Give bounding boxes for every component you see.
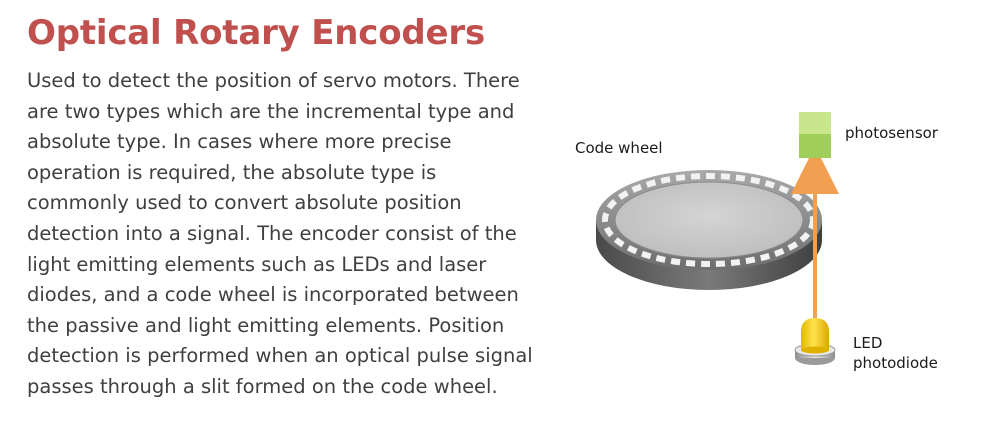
paragraph-line: the passive and light emitting elements.… bbox=[27, 313, 505, 337]
paragraph-line: Used to detect the position of servo mot… bbox=[27, 69, 520, 92]
led-component bbox=[794, 318, 836, 365]
paragraph-line: diodes, and a code wheel is incorporated… bbox=[27, 283, 519, 307]
paragraph-line: detection into a signal. The encoder con… bbox=[27, 221, 517, 245]
paragraph-line: operation is required, the absolute type… bbox=[27, 160, 437, 184]
code-wheel-label: Code wheel bbox=[575, 139, 663, 157]
page-title: Optical Rotary Encoders bbox=[27, 13, 485, 53]
paragraph-line: detection is performed when an optical p… bbox=[27, 344, 533, 368]
paragraph-line: passes through a slit formed on the code… bbox=[27, 374, 498, 398]
led-label: LED bbox=[853, 334, 882, 352]
photodiode-label: photodiode bbox=[853, 354, 938, 372]
description-paragraph: Used to detect the position of servo mot… bbox=[27, 66, 567, 403]
photosensor-label: photosensor bbox=[845, 124, 939, 142]
photosensor bbox=[799, 112, 831, 158]
encoder-diagram: Code wheel photosensor LED photodiode bbox=[575, 100, 995, 400]
paragraph-line: commonly used to convert absolute positi… bbox=[27, 191, 462, 215]
paragraph-line: absolute type. In cases where more preci… bbox=[27, 130, 452, 154]
paragraph-line: light emitting elements such as LEDs and… bbox=[27, 252, 487, 276]
encoder-diagram-svg: Code wheel photosensor LED photodiode bbox=[575, 112, 939, 372]
code-wheel bbox=[596, 170, 822, 290]
paragraph-line: are two types which are the incremental … bbox=[27, 99, 515, 123]
